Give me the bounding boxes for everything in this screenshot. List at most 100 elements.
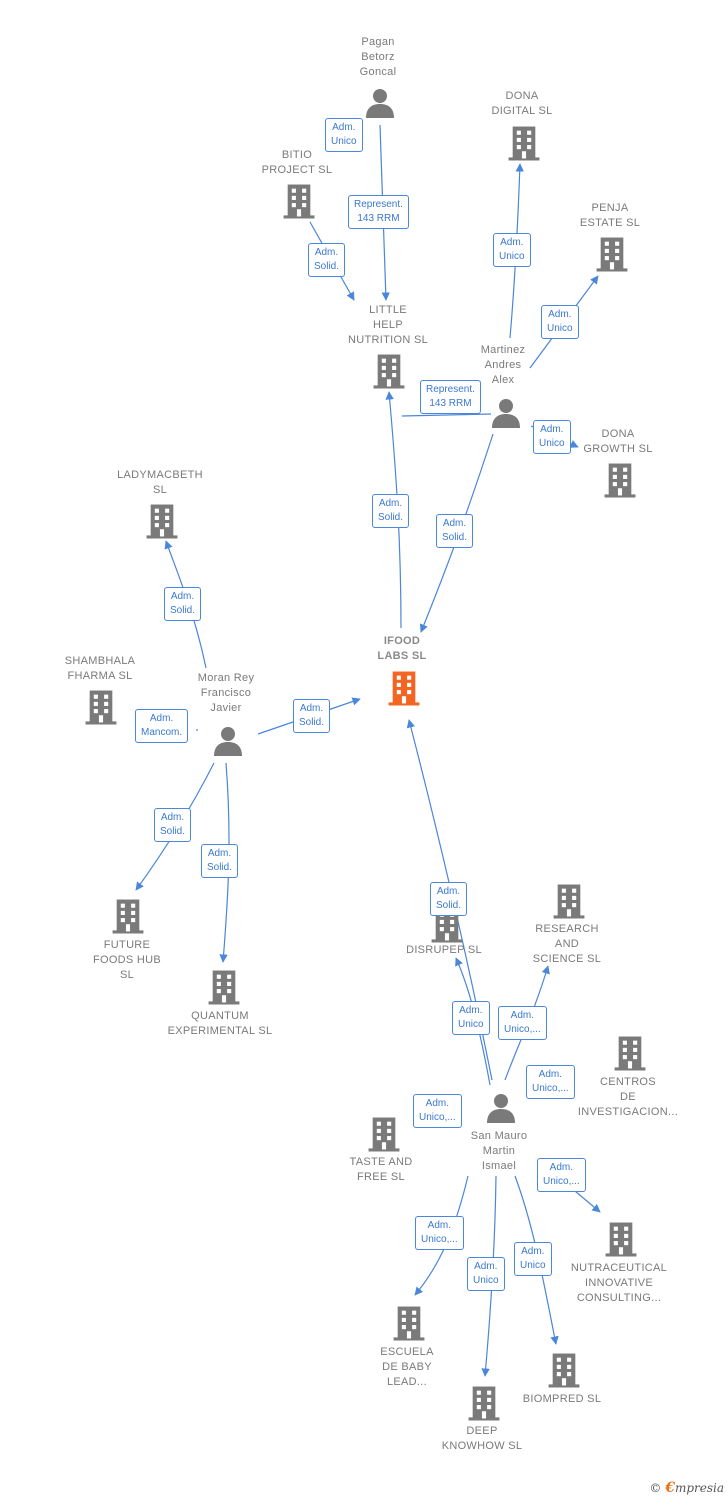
edge-label-e15[interactable]: Adm.Solid. (430, 882, 468, 916)
node-label-line: GROWTH SL (583, 443, 653, 455)
node-label-line: RESEARCH (535, 923, 599, 935)
edge-label-line: Solid. (436, 900, 462, 911)
node-label-line: Andres (484, 359, 522, 371)
edge-label-e1[interactable]: Adm.Unico (325, 118, 363, 152)
edge-label-e16[interactable]: Adm.Unico (452, 1001, 490, 1035)
person-icon-pagan[interactable] (366, 89, 394, 118)
node-label-line: SCIENCE SL (532, 953, 602, 965)
node-label-line: CONSULTING... (576, 1292, 662, 1304)
node-label-line: ESTATE SL (579, 217, 641, 229)
building-icon-future[interactable] (112, 899, 144, 934)
node-label-line: Javier (210, 702, 242, 714)
icon-layer (85, 89, 646, 1421)
edge-label-e3[interactable]: Adm.Solid. (308, 243, 346, 277)
edge-label-line: Adm. (474, 1261, 498, 1272)
building-icon-deep[interactable] (468, 1386, 500, 1421)
node-label-line: EXPERIMENTAL SL (167, 1025, 273, 1037)
brand-logo-initial: € (665, 1480, 675, 1496)
edge-label-e6[interactable]: Represent.143 RRM (420, 380, 481, 414)
edge-label-e20[interactable]: Adm.Unico,... (537, 1158, 586, 1192)
building-icon-biompred[interactable] (548, 1353, 580, 1388)
copyright-footer: © €mpresia (649, 1480, 724, 1496)
edge-label-e9[interactable]: Adm.Solid. (372, 494, 410, 528)
node-label-line: AND (554, 938, 580, 950)
edge-label-e11[interactable]: Adm.Mancom. (135, 709, 189, 743)
node-label-line: KNOWHOW SL (441, 1440, 523, 1452)
building-icon-bitio[interactable] (283, 184, 315, 219)
building-icon-ifood[interactable] (388, 671, 420, 706)
building-icon-nutraceutical[interactable] (605, 1222, 637, 1257)
edge-label-e4[interactable]: Adm.Unico (493, 233, 531, 267)
edge-label-e7[interactable]: Adm.Unico (533, 420, 571, 454)
edge-label-e12[interactable]: Adm.Solid. (293, 699, 331, 733)
edge-label-line: Adm. (442, 518, 467, 529)
building-icon-escuela[interactable] (393, 1306, 425, 1341)
node-label-line: NUTRACEUTICAL (570, 1262, 668, 1274)
node-label-line: San Mauro (470, 1130, 528, 1142)
building-icon-centros[interactable] (614, 1036, 646, 1071)
edge-label-e22[interactable]: Adm.Unico (467, 1257, 505, 1291)
node-label-line: Martin (482, 1145, 516, 1157)
edge-label-e13[interactable]: Adm.Solid. (154, 808, 192, 842)
copyright-symbol: © (649, 1481, 662, 1495)
node-label-line: Pagan (361, 36, 395, 48)
node-label-line: ESCUELA (380, 1346, 434, 1358)
building-icon-quantum[interactable] (208, 970, 240, 1005)
edge-label-e14[interactable]: Adm.Solid. (201, 844, 239, 878)
edge-label-e19[interactable]: Adm.Unico,... (413, 1094, 462, 1128)
node-label-biompred[interactable]: BIOMPRED SL (523, 1392, 602, 1407)
building-icon-dona_growth[interactable] (604, 463, 636, 498)
building-icon-dona_digital[interactable] (508, 126, 540, 161)
edge-label-e5[interactable]: Adm.Unico (541, 305, 579, 339)
edge-label-e2[interactable]: Represent.143 RRM (348, 195, 409, 229)
edge-label-line: 143 RRM (429, 398, 472, 409)
edge-label-e21[interactable]: Adm.Unico,... (415, 1216, 464, 1250)
node-label-line: LEAD... (386, 1376, 428, 1388)
node-label-disrupep[interactable]: DISRUPEP SL (406, 943, 482, 958)
node-label-line: PROJECT SL (261, 164, 333, 176)
building-icon-research[interactable] (553, 884, 585, 919)
edge-label-e8[interactable]: Adm.Solid. (436, 514, 474, 548)
node-label-research[interactable]: RESEARCH AND SCIENCE SL (533, 922, 601, 967)
building-icon-taste[interactable] (368, 1117, 400, 1152)
person-icon-martinez[interactable] (492, 399, 520, 428)
edge-label-e23[interactable]: Adm.Unico (514, 1242, 552, 1276)
building-icon-shambhala[interactable] (85, 690, 117, 725)
person-icon-sanmauro[interactable] (487, 1094, 515, 1123)
edge-label-line: Adm. (459, 1005, 483, 1016)
edge-label-e18[interactable]: Adm.Unico,... (526, 1065, 575, 1099)
node-label-line: IFOOD (383, 635, 421, 647)
edge-label-line: Unico (539, 438, 565, 449)
node-label-line: HELP (373, 319, 403, 331)
edge-label-line: Adm. (425, 1098, 450, 1109)
building-icon-penja[interactable] (596, 237, 628, 272)
edge-label-e17[interactable]: Adm.Unico,... (498, 1006, 547, 1040)
building-icon-little[interactable] (373, 354, 405, 389)
building-icon-ladymacbeth[interactable] (146, 504, 178, 539)
edge-label-e10[interactable]: Adm.Solid. (164, 587, 202, 621)
edge-label-line: Represent. (354, 199, 403, 210)
edge-label-line: Adm. (521, 1246, 545, 1257)
edge-label-line: Adm. (500, 237, 524, 248)
node-label-line: FHARMA SL (67, 670, 133, 682)
person-icon-moran[interactable] (214, 727, 242, 756)
